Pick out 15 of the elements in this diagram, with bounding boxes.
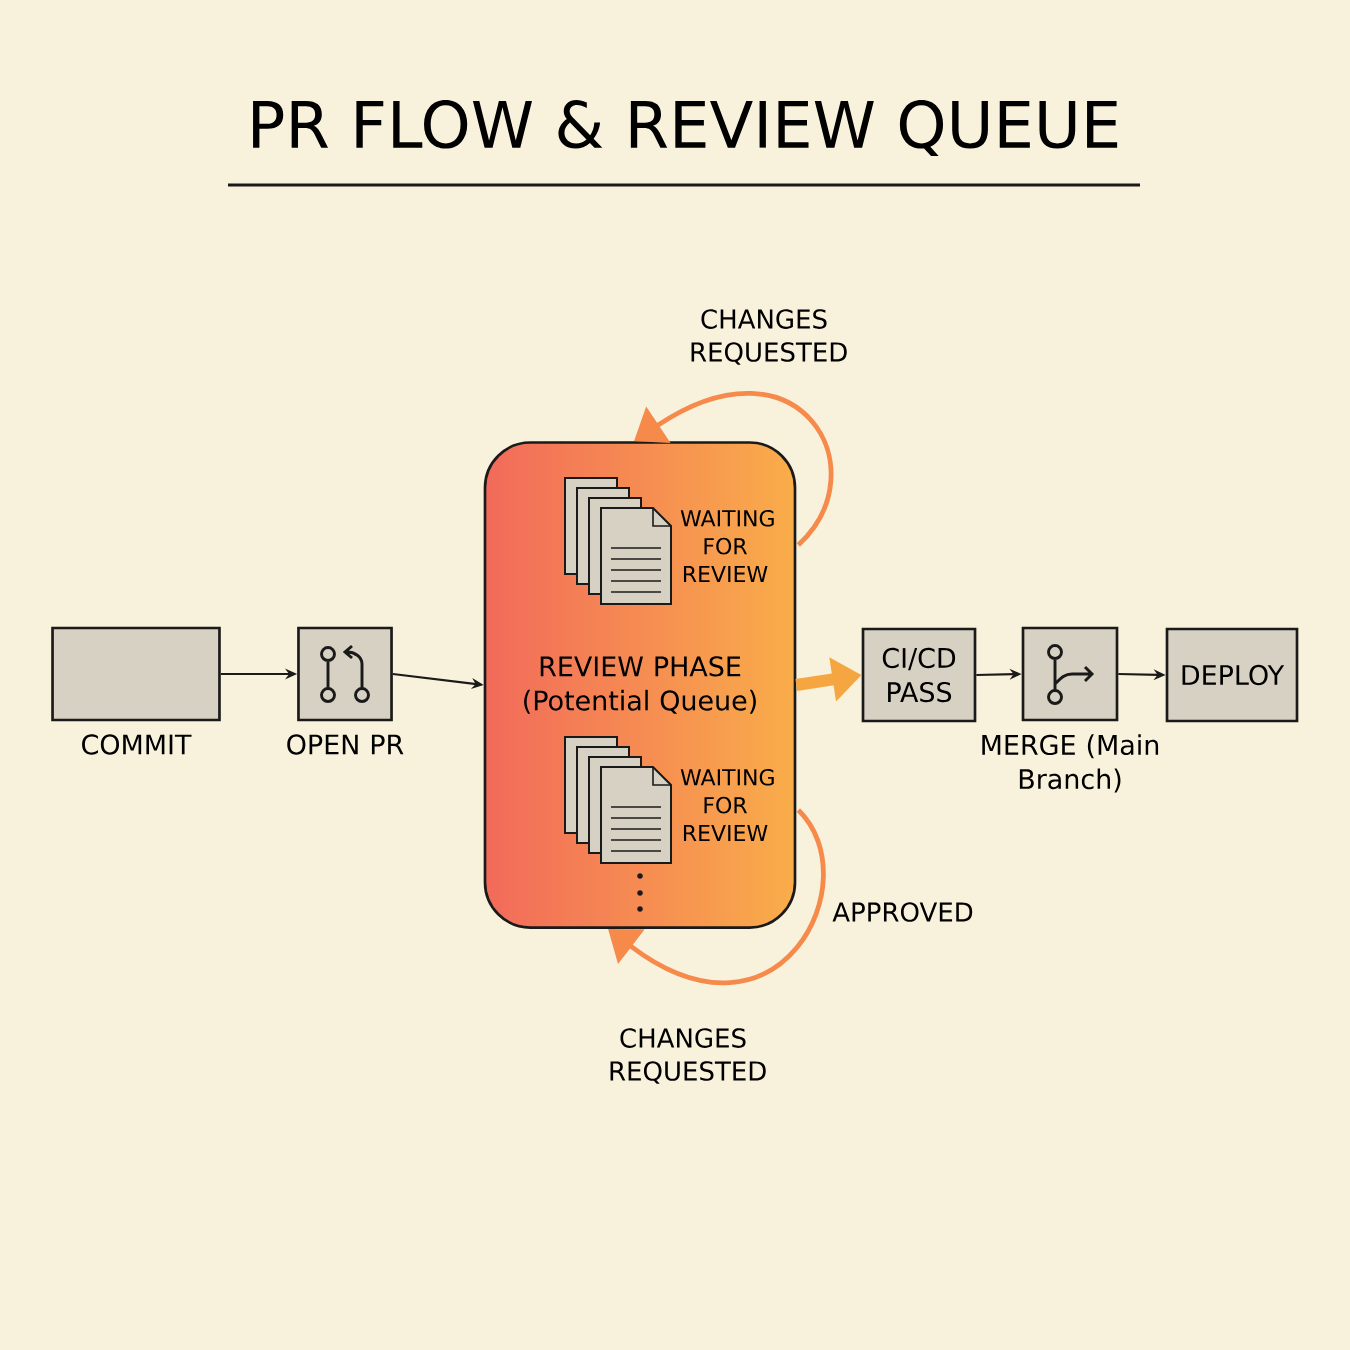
edge-label: CHANGES REQUESTED — [606, 1026, 766, 1086]
process-box: CI/CD PASS — [861, 627, 977, 723]
waiting-label: WAITING FOR REVIEW — [680, 509, 774, 583]
title: PR FLOW & REVIEW QUEUE — [253, 100, 1118, 156]
edge-label: CHANGES REQUESTED — [687, 307, 847, 367]
process-box — [297, 626, 393, 722]
loop-arrow — [608, 808, 826, 985]
process-box: DEPLOY — [1165, 627, 1299, 723]
node-caption: COMMIT — [82, 734, 192, 755]
node-caption: MERGE (Main Branch) — [982, 734, 1159, 793]
status-label: APPROVED — [832, 902, 973, 922]
process-box — [1021, 626, 1119, 722]
node-caption: OPEN PR — [287, 734, 404, 755]
waiting-label: WAITING FOR REVIEW — [680, 769, 774, 842]
process-box — [51, 626, 221, 722]
